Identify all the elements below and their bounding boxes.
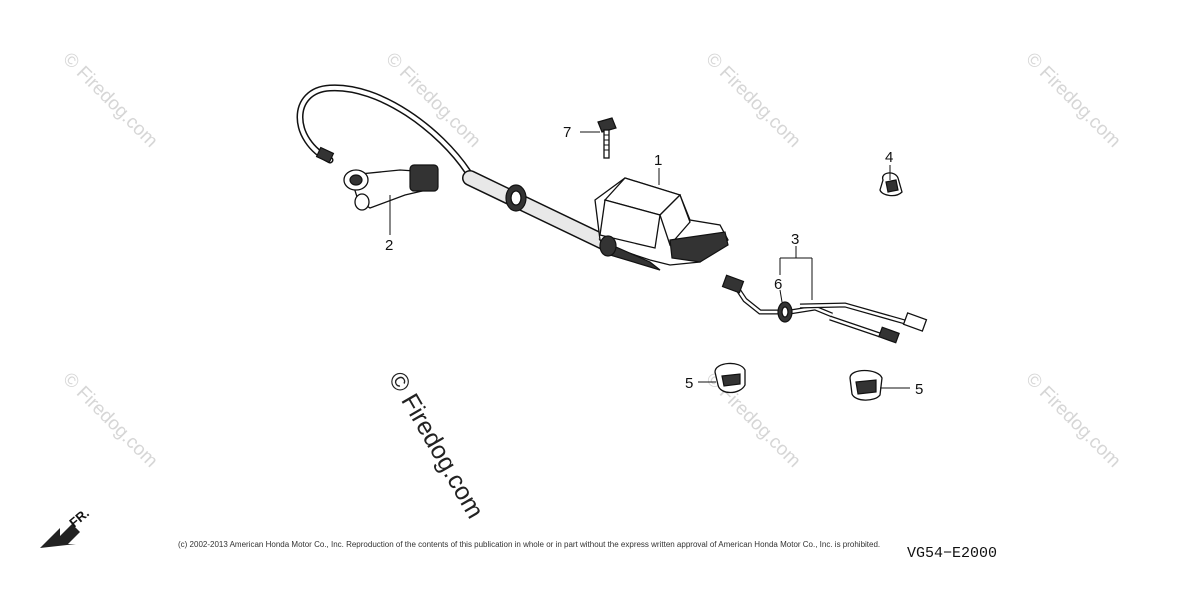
callout-6: 6 — [774, 276, 782, 293]
watermarks: © Firedog.com © Firedog.com © Firedog.co… — [58, 49, 1124, 472]
wire-clip-5a — [714, 362, 746, 394]
watermark: © Firedog.com — [58, 369, 161, 472]
callout-5a: 5 — [685, 375, 693, 392]
watermark: © Firedog.com — [1021, 369, 1124, 472]
callout-2: 2 — [385, 237, 393, 254]
front-direction-arrow: FR. — [40, 505, 92, 548]
high-tension-cord — [296, 84, 472, 176]
flange-bolt — [597, 117, 617, 159]
wire-clip-5b — [849, 369, 883, 401]
leader-lines — [389, 131, 910, 389]
spark-plug-cap — [343, 164, 439, 211]
stop-switch-wire — [721, 274, 928, 344]
watermark: © Firedog.com — [1021, 49, 1124, 152]
callout-5b: 5 — [915, 381, 923, 398]
callout-7: 7 — [563, 124, 571, 141]
copyright-notice: (c) 2002-2013 American Honda Motor Co., … — [178, 540, 881, 549]
callout-3: 3 — [791, 231, 799, 248]
diagram-code: VG54−E2000 — [907, 545, 998, 562]
callouts: 7 1 2 4 3 6 5 5 — [385, 124, 923, 398]
main-watermark: © Firedog.com — [383, 367, 489, 523]
callout-1: 1 — [654, 152, 662, 169]
watermark: © Firedog.com — [701, 369, 804, 472]
watermark: © Firedog.com — [58, 49, 161, 152]
watermark: © Firedog.com — [701, 49, 804, 152]
callout-4: 4 — [885, 149, 893, 166]
wire-clip-4 — [879, 172, 903, 197]
ignition-coil — [462, 170, 729, 271]
